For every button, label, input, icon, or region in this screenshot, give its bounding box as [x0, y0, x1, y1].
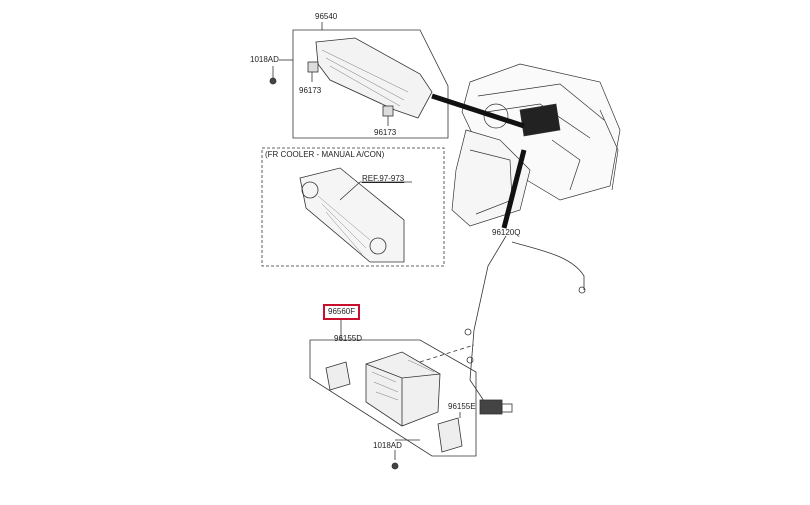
switch-assembly-96540 — [307, 37, 433, 126]
label-96173-a: 96173 — [299, 86, 322, 95]
dashboard-illustration — [451, 63, 621, 227]
climate-panel — [299, 167, 412, 263]
label-1018ad-bottom: 1018AD — [373, 441, 402, 450]
box-fr-cooler — [261, 147, 445, 267]
label-1018ad-top: 1018AD — [250, 55, 279, 64]
box-96540 — [292, 22, 449, 139]
label-ref: REF.97-973 — [362, 174, 405, 183]
box-96560f — [309, 318, 477, 457]
screw-1018ad-bottom — [391, 439, 420, 470]
label-96560f: 96560F — [322, 304, 361, 320]
label-96155e: 96155E — [448, 402, 476, 411]
label-96540: 96540 — [315, 12, 338, 21]
label-96155d: 96155D — [334, 334, 363, 343]
control-unit-96560f — [365, 351, 441, 427]
section-title-fr-cooler: (FR COOLER - MANUAL A/CON) — [265, 150, 385, 159]
bracket-96155d — [325, 361, 351, 391]
cable-96120q — [419, 235, 586, 415]
label-96120q: 96120Q — [492, 228, 521, 237]
bracket-96155e — [437, 412, 463, 453]
label-96173-b: 96173 — [374, 128, 397, 137]
screw-1018ad-top — [269, 59, 293, 85]
